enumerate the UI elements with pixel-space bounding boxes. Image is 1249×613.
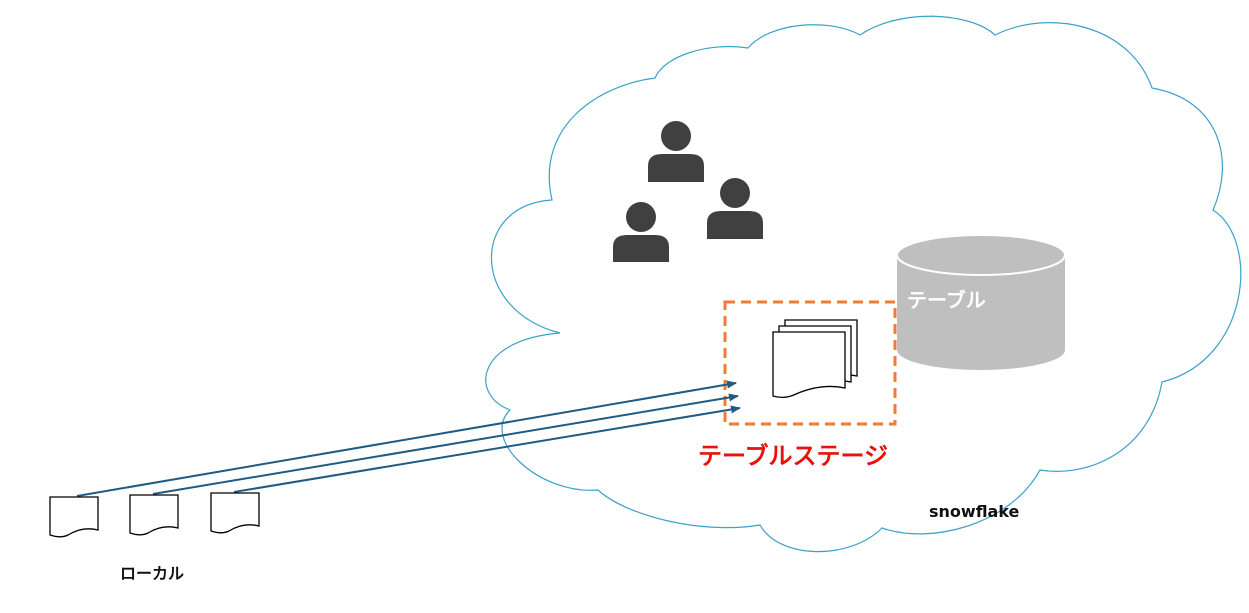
snowflake-cloud-icon — [485, 15, 1242, 553]
upload-arrows — [76, 380, 741, 497]
document-icon — [129, 494, 179, 536]
upload-arrow — [76, 380, 737, 497]
local-files — [49, 492, 260, 538]
table-label: テーブル — [907, 288, 986, 312]
user-icon — [613, 202, 669, 262]
user-icon — [707, 178, 763, 239]
table-stage-box — [723, 300, 897, 426]
upload-arrow — [233, 405, 741, 493]
database-cylinder-icon — [896, 234, 1066, 370]
local-label: ローカル — [120, 564, 185, 583]
document-icon — [210, 492, 260, 534]
file-stack-icon — [772, 319, 858, 398]
users-group — [613, 121, 763, 262]
table-stage-label: テーブルステージ — [698, 442, 889, 470]
upload-arrow — [152, 393, 739, 495]
snowflake-label: snowflake — [929, 502, 1020, 521]
document-icon — [49, 496, 99, 538]
user-icon — [648, 121, 704, 182]
